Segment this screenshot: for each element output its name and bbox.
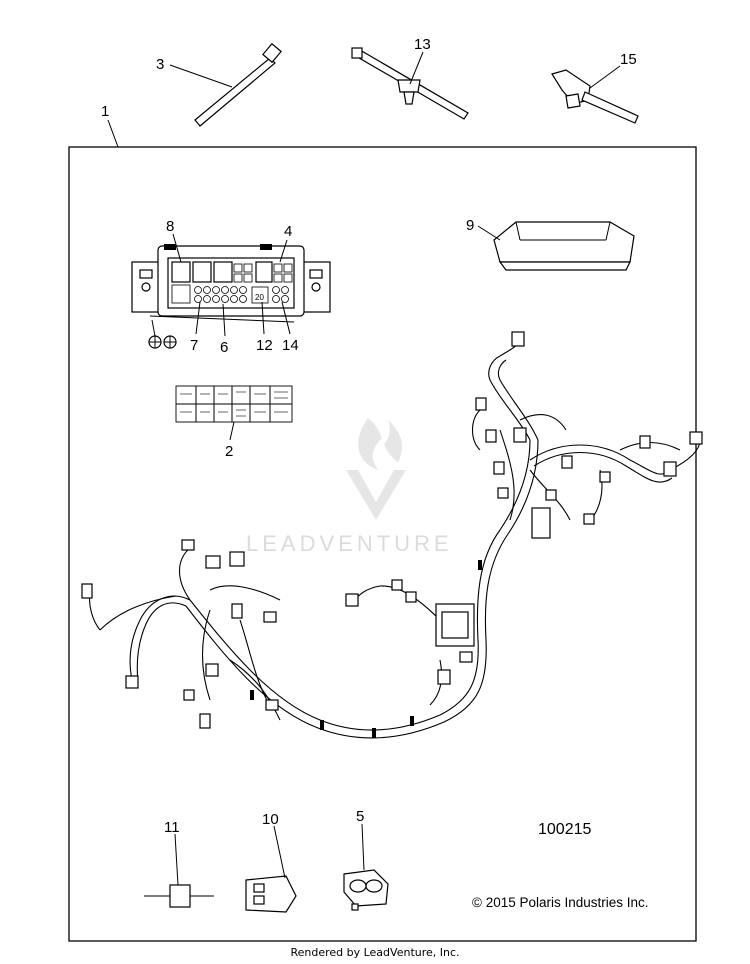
leader-11 [174, 833, 179, 886]
push-mount-tie-part [351, 47, 469, 120]
leader-13 [409, 51, 424, 85]
leader-4 [279, 239, 288, 263]
fuse-box-cover-part [493, 221, 635, 271]
callout-11: 11 [164, 819, 180, 836]
watermark-logo: LEADVENTURE [246, 418, 453, 556]
callout-12: 12 [256, 337, 273, 354]
wire-harness-part [81, 331, 703, 739]
callout-15: 15 [620, 51, 637, 68]
leader-15 [589, 65, 621, 89]
leader-7 [195, 301, 201, 335]
edge-clip-tie-part [551, 69, 639, 124]
fuse-cell-number: 20 [255, 293, 264, 302]
callout-5: 5 [356, 808, 364, 825]
cable-tie-part [194, 42, 282, 127]
callout-7: 7 [190, 337, 198, 354]
copyright-text: © 2015 Polaris Industries Inc. [472, 895, 649, 910]
diagram-number: 100215 [538, 821, 591, 838]
connector-5-part [343, 869, 389, 911]
callout-10: 10 [262, 811, 279, 828]
callout-8: 8 [166, 218, 174, 235]
watermark-text: LEADVENTURE [246, 531, 453, 556]
leader-9 [477, 225, 501, 241]
leader-1 [107, 119, 119, 148]
fuse-relay-box-part [131, 244, 331, 323]
fuse-label-part [175, 385, 293, 423]
leader-8 [172, 233, 182, 263]
diode-part [144, 884, 214, 908]
leader-10 [273, 825, 286, 879]
leader-6 [222, 303, 226, 337]
callout-14: 14 [282, 337, 299, 354]
callout-2: 2 [225, 443, 233, 460]
assembly-frame [68, 146, 697, 942]
callout-3: 3 [156, 56, 164, 73]
fastener-pair [148, 319, 177, 349]
leader-3 [169, 64, 233, 88]
leader-12 [261, 301, 265, 335]
footer-credit: Rendered by LeadVenture, Inc. [290, 946, 460, 959]
connector-10-part [245, 875, 297, 913]
callout-4: 4 [284, 223, 292, 240]
callout-1: 1 [101, 103, 109, 120]
callout-6: 6 [220, 339, 228, 356]
leader-14 [281, 301, 291, 335]
callout-13: 13 [414, 36, 431, 53]
callout-9: 9 [466, 217, 474, 234]
leader-2 [229, 421, 235, 441]
leader-5 [361, 823, 365, 871]
